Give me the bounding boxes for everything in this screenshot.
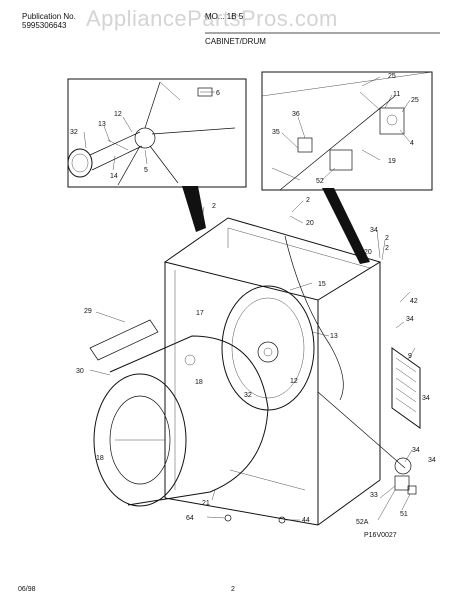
section-title: CABINET/DRUM [205,37,266,46]
callout-15: 15 [318,281,326,288]
drum-front [93,335,269,507]
footer-date: 06/98 [18,586,36,593]
callout-34-grille: 34 [422,395,430,402]
footer-page-number: 2 [231,586,235,593]
callout-32: 32 [244,392,252,399]
callout-52a: 52A [356,519,369,526]
callout-33: 33 [370,492,378,499]
callout-6: 6 [216,90,220,97]
door-switch-assembly [317,391,417,495]
cabinet-frame [163,217,382,526]
callout-19: 19 [388,158,396,165]
publication-number: 5995306643 [22,21,67,30]
callout-35: 35 [272,129,280,136]
callout-34-top: 34 [370,227,378,234]
publication-label: Publication No. [22,12,76,21]
callout-62: 52 [316,178,324,185]
callout-34-mid: 34 [406,316,414,323]
model-title: MO... 1B 5 [205,12,244,21]
callout-2-top: 2 [306,197,310,204]
callout-11: 11 [393,91,400,98]
callout-4: 4 [410,140,414,147]
callout-32-inset: 32 [70,129,78,136]
callout-36: 36 [292,111,300,118]
callout-2-right-b: 2 [385,245,389,252]
drum-belt [284,235,344,401]
drum-baffle [89,319,159,361]
callout-42: 42 [410,298,418,305]
callout-25-top: 25 [388,73,396,80]
callout-20-right: 20 [364,249,372,256]
vent-grille [391,347,421,429]
callout-18-drum: 18 [195,379,203,386]
callout-9: 9 [408,353,412,360]
callout-20-top: 20 [306,220,314,227]
zoom-wedge-left [182,186,206,232]
screw-64 [224,514,232,522]
screw-44 [278,516,286,524]
callout-21: 21 [202,500,210,507]
watermark-text: AppliancePartsPros.com [86,6,338,31]
figure-code: P16V0027 [364,532,397,539]
callout-12: 12 [290,378,298,385]
leader-lines [83,76,416,521]
callout-18-front: 18 [96,455,104,462]
inset-right-motor-switch [261,71,433,191]
callout-44: 44 [302,517,310,524]
callout-29: 29 [84,308,92,315]
callout-13: 13 [330,333,338,340]
callout-2-cabinet: 2 [212,203,216,210]
callout-12-inset: 12 [114,111,122,118]
callout-13-inset: 13 [98,121,106,128]
callout-64: 64 [186,515,194,522]
callout-2-right: 2 [385,235,389,242]
callout-25-right: 25 [411,97,419,104]
inset-left-drum-bearing [67,78,247,188]
zoom-wedge-right [322,188,370,264]
callout-14: 14 [110,173,118,180]
callout-51: 51 [400,511,408,518]
callout-34-side: 34 [428,457,436,464]
callout-5: 5 [144,167,148,174]
callout-34-switch: 34 [412,447,420,454]
callout-17: 17 [196,310,204,317]
callout-30: 30 [76,368,84,375]
